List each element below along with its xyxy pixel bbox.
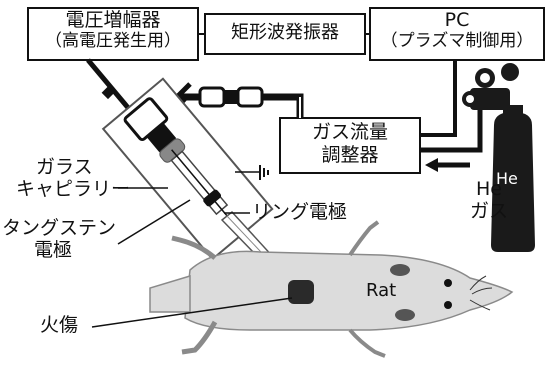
flow-regulator-label: ガス流量 調整器 bbox=[280, 121, 420, 166]
tungsten-electrode-label: タングステン 電極 bbox=[2, 217, 117, 261]
pc-subtitle: （プラズマ制御用） bbox=[380, 30, 534, 51]
rat-label: Rat bbox=[366, 280, 397, 301]
pc-label: PC （プラズマ制御用） bbox=[370, 9, 544, 51]
tungsten-line2: 電極 bbox=[34, 238, 73, 261]
tube-connector-left bbox=[198, 86, 226, 108]
voltage-amplifier-box bbox=[27, 7, 199, 61]
tube-connector-right bbox=[236, 86, 264, 108]
tungsten-leader bbox=[117, 199, 191, 245]
amplifier-title: 電圧増幅器 bbox=[65, 9, 161, 31]
flow-regulator-line1: ガス流量 bbox=[311, 121, 388, 143]
ground-icon bbox=[235, 165, 269, 180]
ring-electrode-label: リング電極 bbox=[252, 201, 348, 223]
amplifier-label: 電圧増幅器 （高電圧発生用） bbox=[28, 9, 198, 51]
generator-label: 矩形波発振器 bbox=[205, 22, 365, 43]
pc-title: PC bbox=[444, 9, 470, 31]
pc-to-regulator-cable bbox=[420, 60, 457, 137]
tube-connector-center bbox=[224, 90, 238, 104]
burn-leader bbox=[91, 297, 293, 328]
he-cylinder bbox=[491, 105, 535, 252]
he-gas-label: He ガス bbox=[470, 178, 509, 222]
rat-illustration bbox=[149, 220, 514, 358]
amplifier-subtitle: （高電圧発生用） bbox=[45, 30, 181, 51]
gas-flow-regulator-box bbox=[279, 117, 421, 174]
he-gas-line1: He bbox=[476, 178, 502, 200]
burn-wound bbox=[288, 280, 314, 304]
tungsten-line1: タングステン bbox=[2, 217, 117, 239]
generator-title: 矩形波発振器 bbox=[231, 22, 339, 43]
he-cylinder-label: He bbox=[496, 169, 518, 188]
he-flow-arrowhead bbox=[425, 158, 438, 172]
he-gas-line2: ガス bbox=[470, 199, 509, 222]
glass-capillary-label: ガラス キャピラリー bbox=[16, 156, 131, 200]
flow-regulator-line2: 調整器 bbox=[321, 143, 379, 166]
square-wave-generator-box bbox=[204, 13, 366, 55]
glass-capillary-line1: ガラス bbox=[36, 156, 93, 178]
gas-tube bbox=[262, 93, 304, 118]
regulator-to-cylinder-tube bbox=[420, 108, 483, 153]
glass-capillary-line2: キャピラリー bbox=[16, 177, 131, 200]
burn-label: 火傷 bbox=[40, 314, 79, 336]
regulator-valve-icon bbox=[462, 63, 519, 110]
